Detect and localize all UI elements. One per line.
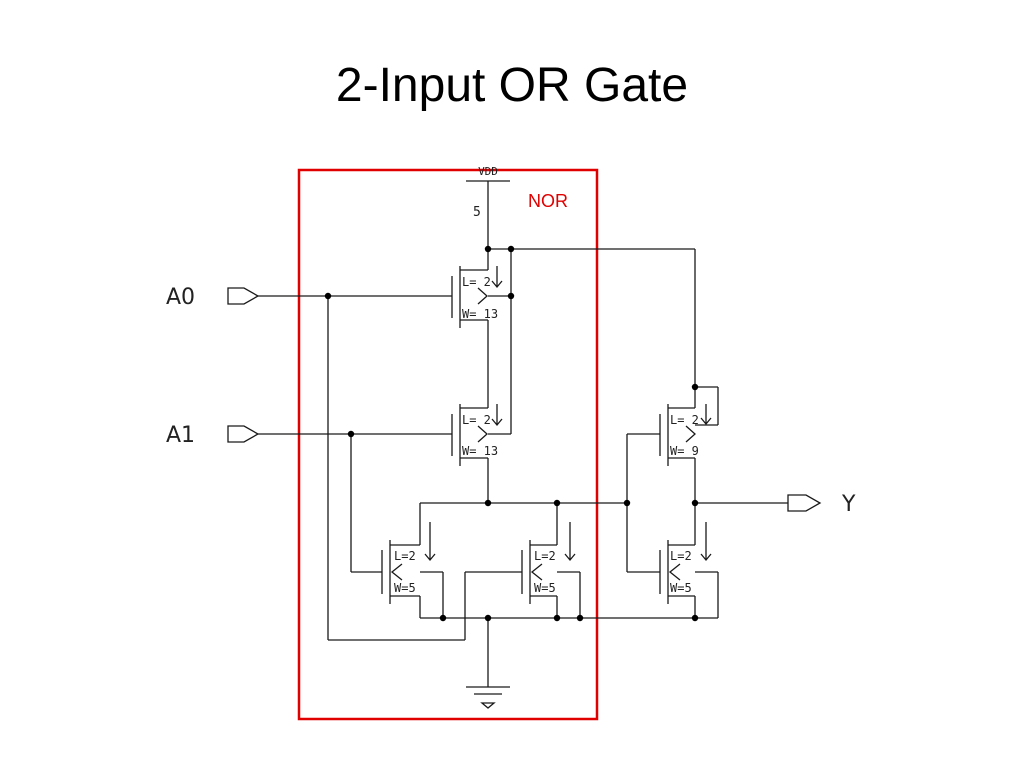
nmos-inverter-length: L=2 — [670, 549, 692, 563]
pmos-a1-transistor — [451, 320, 503, 466]
input-port-a0 — [227, 287, 452, 305]
pmos-a0-width: W= 13 — [462, 307, 498, 321]
vdd-label: VDD — [478, 165, 498, 178]
input-port-a1 — [227, 425, 452, 443]
pmos-inverter-transistor — [659, 249, 719, 503]
pmos-a0-transistor — [451, 249, 503, 328]
ground-symbol — [466, 618, 510, 709]
slide-title: 2-Input OR Gate — [335, 59, 689, 112]
pmos-body-wiring — [487, 248, 695, 503]
input-a0-label: A0 — [166, 285, 195, 310]
output-port-y — [695, 494, 822, 512]
pmos-a0-length: L= 2 — [462, 275, 491, 289]
nor-block-outline — [297, 168, 599, 721]
pmos-inverter-width: W= 9 — [670, 444, 699, 458]
pmos-a1-width: W= 13 — [462, 444, 498, 458]
vdd-supply-symbol — [466, 180, 510, 249]
nor-block-label: NOR — [528, 191, 568, 211]
pmos-inverter-length: L= 2 — [670, 413, 699, 427]
nmos-a1-transistor — [381, 522, 436, 618]
nmos-inverter-width: W=5 — [670, 581, 692, 595]
nmos-a0-transistor — [521, 522, 581, 618]
output-y-label: Y — [841, 492, 856, 517]
nmos-a0-width: W=5 — [534, 581, 556, 595]
nmos-a1-width: W=5 — [394, 581, 416, 595]
input-a1-label: A1 — [166, 423, 195, 448]
pmos-a1-length: L= 2 — [462, 413, 491, 427]
junction-dots — [324, 245, 699, 622]
nmos-inverter-transistor — [659, 503, 719, 619]
nmos-a0-length: L=2 — [534, 549, 556, 563]
nmos-a1-length: L=2 — [394, 549, 416, 563]
gate-routing — [327, 296, 522, 641]
vdd-value-label: 5 — [473, 205, 481, 220]
